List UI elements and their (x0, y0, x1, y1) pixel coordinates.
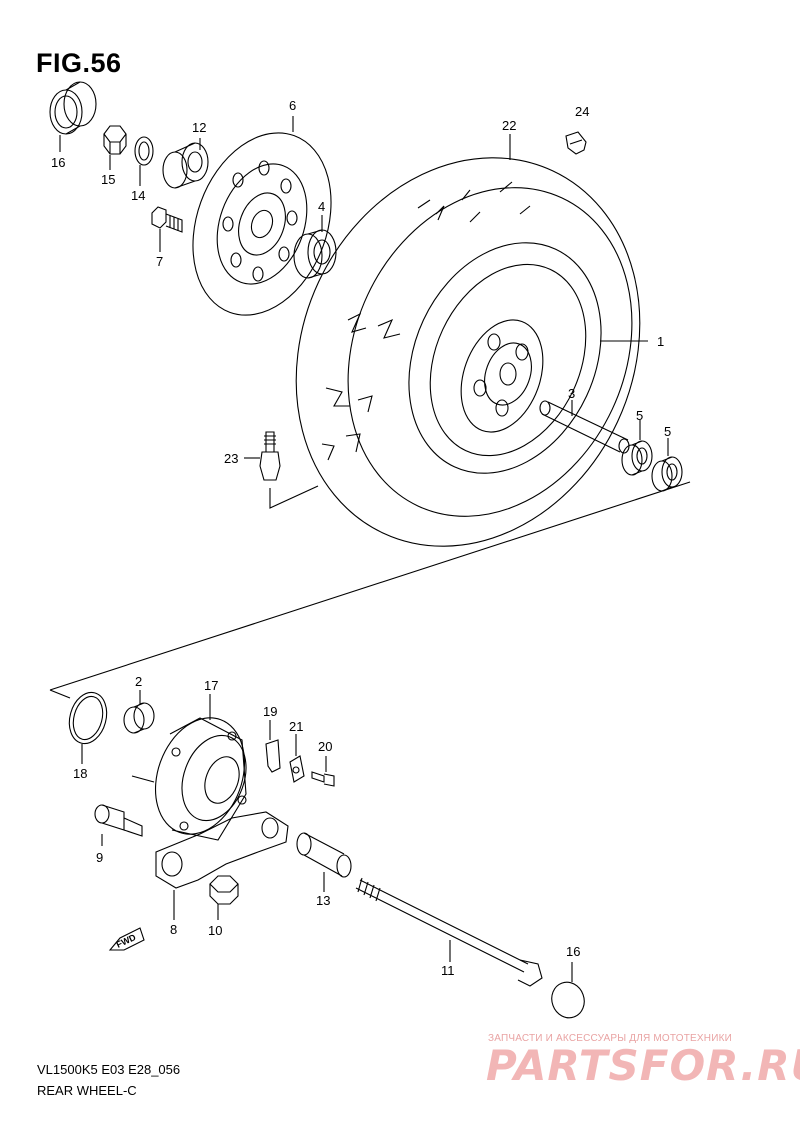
part-23-valve (259, 431, 281, 481)
callout-4: 4 (318, 199, 325, 214)
fwd-arrow-icon (108, 927, 145, 951)
part-5-bearing-a (621, 440, 653, 476)
part-24-clip (565, 131, 587, 155)
callout-1: 1 (657, 334, 664, 349)
part-4-bearing (293, 229, 337, 279)
part-2-spacer (123, 702, 155, 734)
callout-15: 15 (101, 172, 115, 187)
callout-23: 23 (224, 451, 238, 466)
callout-7: 7 (156, 254, 163, 269)
part-12-spacer (162, 142, 209, 189)
part-9-bolt (94, 804, 143, 837)
callout-5a: 5 (636, 408, 643, 423)
callout-16-bottom: 16 (566, 944, 580, 959)
part-20-bolt (311, 771, 335, 787)
part-13-spacer (296, 832, 352, 878)
callout-10: 10 (208, 923, 222, 938)
callout-9: 9 (96, 850, 103, 865)
callout-24: 24 (575, 104, 589, 119)
part-16-cap-top (49, 81, 97, 135)
callout-17: 17 (204, 678, 218, 693)
callout-3: 3 (568, 386, 575, 401)
separator-line (49, 481, 691, 691)
callout-19: 19 (263, 704, 277, 719)
watermark-tagline: ЗАПЧАСТИ И АКСЕССУАРЫ ДЛЯ МОТОТЕХНИКИ (488, 1033, 733, 1044)
callout-13: 13 (316, 893, 330, 908)
callout-2: 2 (135, 674, 142, 689)
callout-8: 8 (170, 922, 177, 937)
callout-22: 22 (502, 118, 516, 133)
part-17-brake-hub-plate (131, 717, 247, 841)
part-21-retainer (289, 755, 305, 783)
part-15-nut (103, 125, 127, 155)
figure-name: REAR WHEEL-C (37, 1083, 137, 1098)
callout-14: 14 (131, 188, 145, 203)
callout-12: 12 (192, 120, 206, 135)
part-3-spacer-tube (539, 400, 630, 454)
part-8-torque-arm (155, 811, 289, 889)
part-14-washer (134, 136, 154, 166)
part-7-bolt (151, 206, 183, 233)
part-11-axle (355, 877, 543, 987)
callout-16-top: 16 (51, 155, 65, 170)
figure-code: VL1500K5 E03 E28_056 (37, 1062, 181, 1077)
part-18-o-ring (68, 691, 108, 745)
callout-18: 18 (73, 766, 87, 781)
callout-21: 21 (289, 719, 303, 734)
callout-5b: 5 (664, 424, 671, 439)
part-16-cap-bottom (551, 981, 585, 1019)
callout-20: 20 (318, 739, 332, 754)
figure-title: FIG.56 (36, 48, 122, 78)
callout-6: 6 (289, 98, 296, 113)
part-5-bearing-b (651, 456, 683, 492)
watermark-logo: PARTSFOR.RU (486, 1041, 800, 1090)
part-22-tire (295, 157, 641, 547)
wheel-hub (460, 319, 544, 433)
callout-11: 11 (441, 963, 455, 978)
part-6-brake-disc (192, 132, 332, 316)
part-19-clip (265, 739, 281, 773)
part-10-nut (209, 875, 239, 905)
